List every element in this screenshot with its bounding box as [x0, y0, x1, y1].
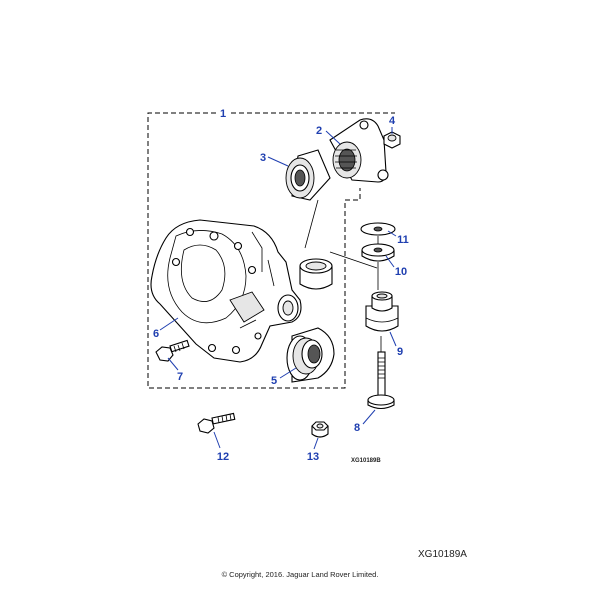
callout-1: 1: [220, 108, 226, 120]
leader-2: [325, 130, 341, 145]
assembly-boundary: [147, 112, 395, 389]
callout-9: 9: [397, 346, 403, 358]
side-seal-part: [286, 327, 335, 383]
callout-13: 13: [307, 451, 319, 463]
alignment-line-vertical: [377, 236, 382, 352]
leader-3: [267, 156, 289, 167]
lower-washer-part: [361, 243, 395, 262]
mounting-bracket-part: [329, 118, 389, 183]
callout-2: 2: [316, 125, 322, 137]
leader-6: [159, 317, 179, 331]
callout-8: 8: [354, 422, 360, 434]
mounting-bolt-part: [367, 351, 395, 410]
leader-11: [387, 230, 397, 237]
callout-10: 10: [395, 266, 407, 278]
loose-bolt-part: [197, 412, 236, 434]
leader-5: [279, 367, 297, 379]
callout-6: 6: [153, 328, 159, 340]
callout-4: 4: [389, 115, 396, 127]
reference-code: XG10189A: [418, 549, 467, 560]
copyright-notice: © Copyright, 2016. Jaguar Land Rover Lim…: [221, 570, 379, 579]
callout-12: 12: [217, 451, 229, 463]
differential-housing-part: [150, 219, 302, 363]
leader-13: [313, 437, 319, 450]
leader-10: [385, 255, 395, 268]
leader-7: [167, 357, 179, 371]
alignment-line-bracket: [304, 199, 319, 249]
callout-5: 5: [271, 375, 277, 387]
mounting-bush-part: [365, 291, 399, 332]
inner-reference-code: XG10189B: [351, 458, 381, 464]
loose-nut-part: [311, 421, 329, 438]
output-flange-part: [299, 258, 333, 290]
alignment-line-bush: [329, 251, 378, 269]
leader-12: [213, 431, 221, 449]
callout-11: 11: [397, 234, 409, 246]
nut-part: [383, 131, 401, 149]
callout-3: 3: [260, 152, 266, 164]
leader-9: [389, 331, 397, 347]
callout-7: 7: [177, 371, 183, 383]
leader-8: [362, 409, 376, 425]
bearing-seal-part: [285, 149, 331, 201]
housing-bolt-part: [155, 339, 190, 362]
upper-washer-part: [360, 222, 396, 236]
